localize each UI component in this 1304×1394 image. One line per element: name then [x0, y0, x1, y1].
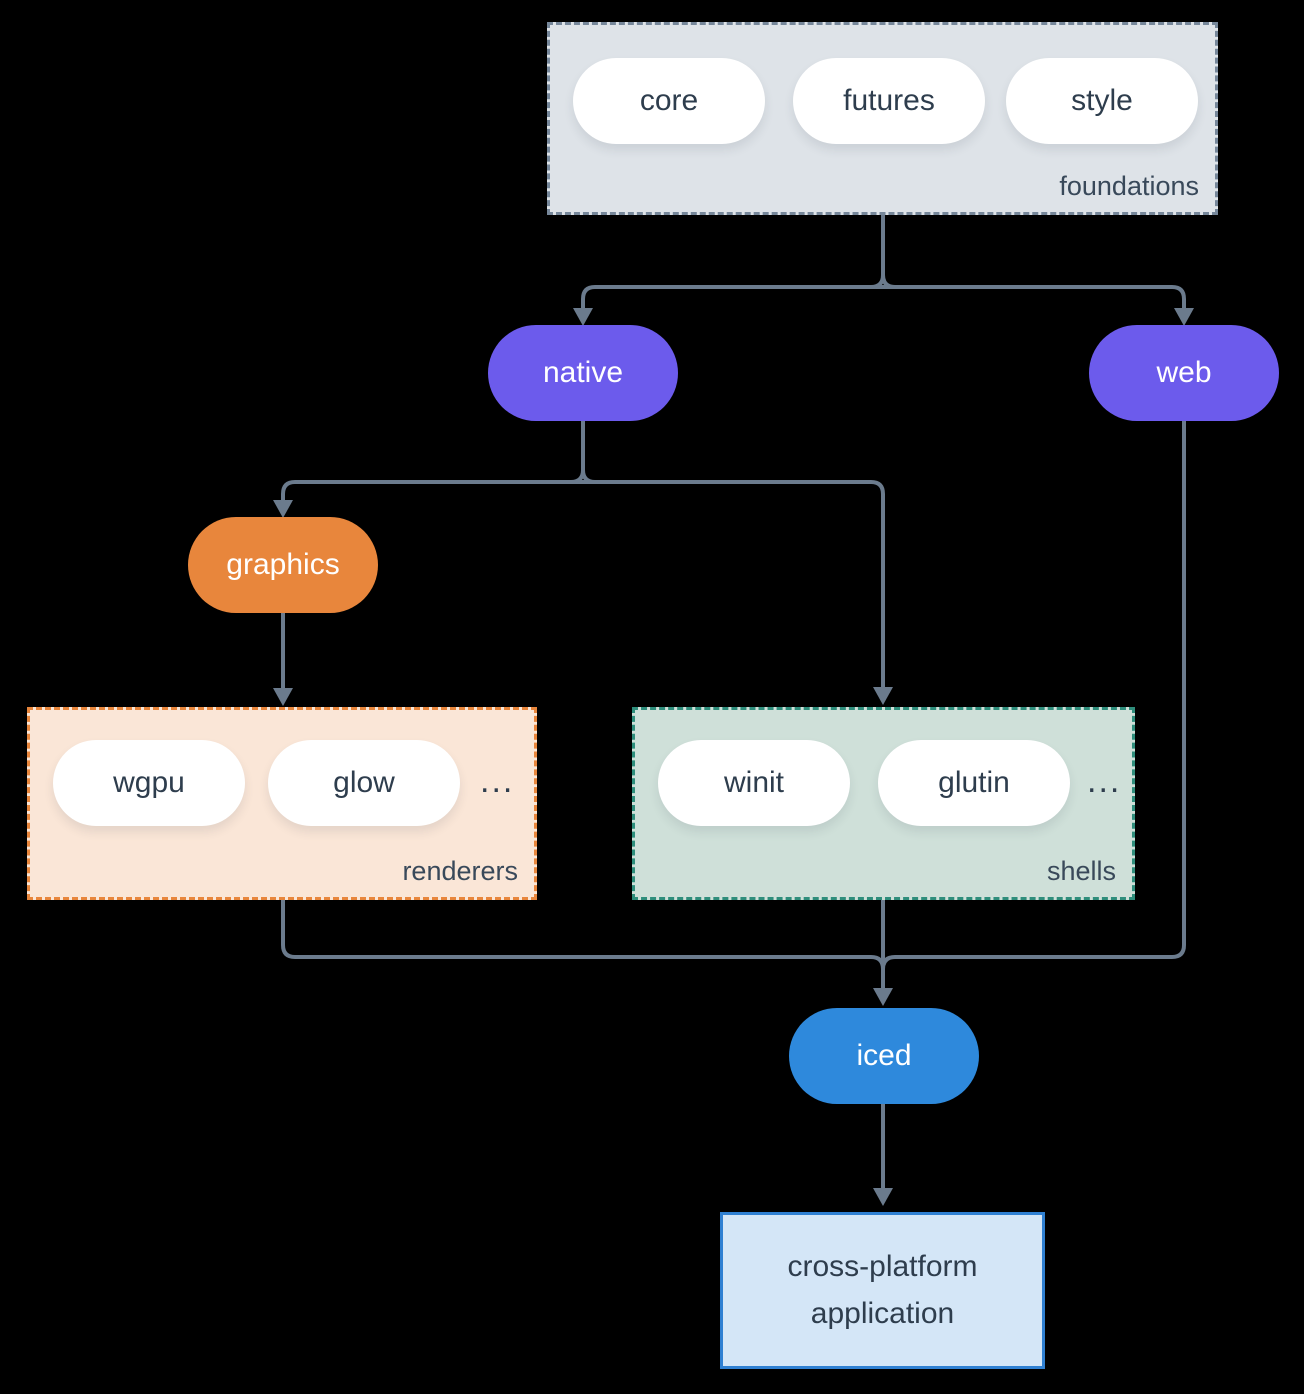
edge-split-graphics-shells: [281, 480, 885, 688]
renderers-group-label: renderers: [402, 856, 518, 886]
arrow-application: [873, 1188, 893, 1206]
node-graphics-label: graphics: [226, 548, 340, 581]
node-futures: futures: [793, 58, 985, 144]
edge-fillet-2: [881, 274, 896, 289]
node-web: web: [1089, 325, 1279, 421]
node-native-label: native: [542, 356, 624, 389]
node-glow: glow: [268, 740, 460, 826]
node-core-label: core: [639, 84, 699, 117]
edge-renderers-merge: [281, 900, 871, 959]
node-core: core: [573, 58, 765, 144]
arrow-iced: [873, 988, 893, 1006]
node-graphics: graphics: [188, 517, 378, 613]
shells-group: winit glutin ... shells: [632, 707, 1135, 900]
edge-split-native-web: [581, 285, 1186, 308]
node-glutin: glutin: [878, 740, 1070, 826]
shells-group-label: shells: [1046, 856, 1116, 886]
arrow-graphics: [273, 500, 293, 518]
foundations-group: core futures style foundations: [547, 22, 1218, 215]
node-wgpu: wgpu: [53, 740, 245, 826]
arrow-native: [573, 308, 593, 326]
node-glutin-label: glutin: [938, 766, 1010, 799]
edge-web-merge: [895, 421, 1186, 959]
node-winit-label: winit: [723, 766, 784, 799]
foundations-group-label: foundations: [1059, 171, 1199, 201]
node-style: style: [1006, 58, 1198, 144]
node-winit: winit: [658, 740, 850, 826]
edge-fillet-4: [581, 469, 596, 484]
node-futures-label: futures: [843, 84, 935, 117]
arrow-shells: [873, 687, 893, 705]
arrow-renderers: [273, 688, 293, 706]
node-web-label: web: [1156, 356, 1212, 389]
node-application-label: cross-platform application: [787, 1250, 978, 1330]
node-style-label: style: [1071, 84, 1133, 117]
arrow-web: [1174, 308, 1194, 326]
node-glow-label: glow: [333, 766, 395, 799]
renderers-ellipsis: ...: [480, 762, 515, 800]
renderers-group: wgpu glow ... renderers: [27, 707, 537, 900]
node-iced: iced: [789, 1008, 979, 1104]
node-wgpu-label: wgpu: [113, 766, 185, 799]
node-native: native: [488, 325, 678, 421]
node-iced-label: iced: [856, 1039, 912, 1072]
node-application: cross-platform application: [720, 1212, 1045, 1369]
shells-ellipsis: ...: [1087, 762, 1122, 800]
